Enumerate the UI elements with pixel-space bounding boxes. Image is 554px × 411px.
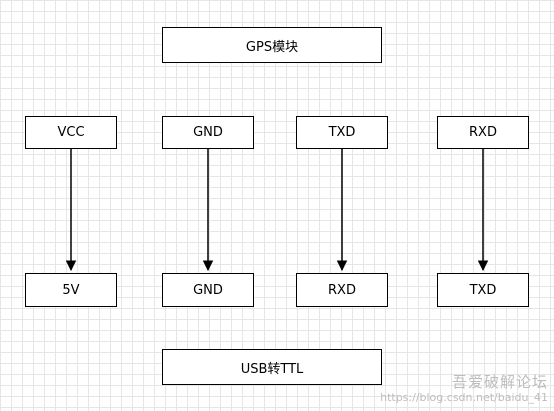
watermark: 吾爱破解论坛 https://blog.csdn.net/baidu_41	[380, 373, 548, 406]
watermark-title: 吾爱破解论坛	[451, 372, 548, 391]
gps-pin-gnd-box: GND	[162, 116, 254, 149]
usb-pin-5v-box: 5V	[25, 273, 117, 307]
gps-module-box: GPS模块	[162, 27, 382, 63]
usb-pin-txd-box: TXD	[437, 273, 529, 307]
gps-pin-txd-box: TXD	[296, 116, 388, 149]
watermark-url: https://blog.csdn.net/baidu_41	[380, 391, 548, 405]
usb-ttl-module-box: USB转TTL	[162, 349, 382, 385]
usb-pin-rxd-box: RXD	[296, 273, 388, 307]
gps-pin-vcc-box: VCC	[25, 116, 117, 149]
gps-pin-rxd-box: RXD	[437, 116, 529, 149]
usb-pin-gnd-box: GND	[162, 273, 254, 307]
